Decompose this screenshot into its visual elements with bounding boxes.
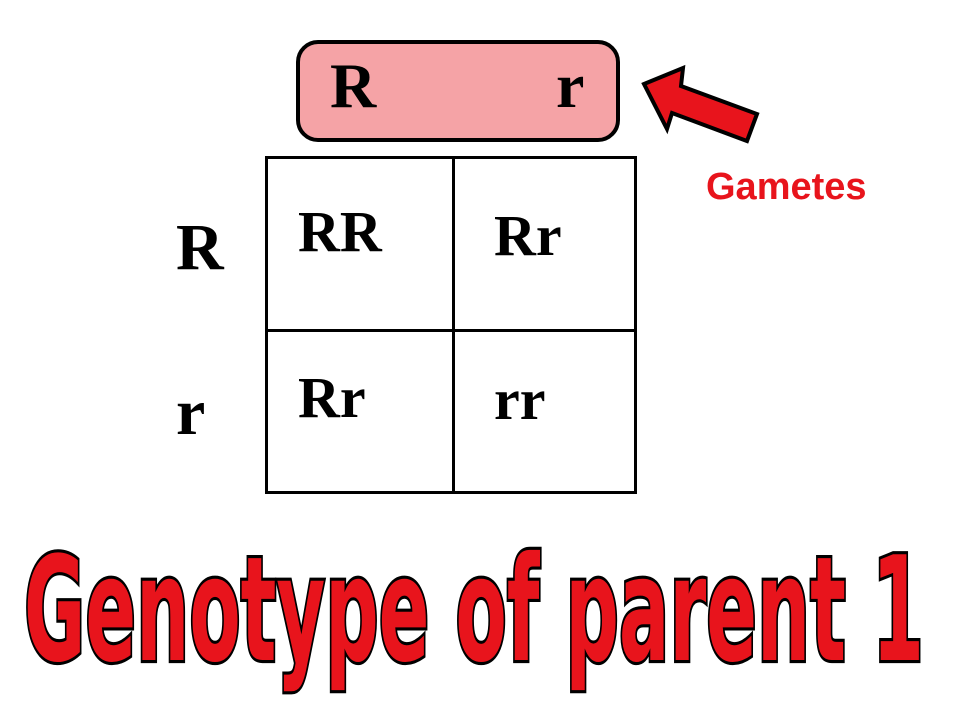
grid-cell-top-left: RR <box>298 199 382 264</box>
caption-text: Genotype of parent 1 <box>24 538 924 694</box>
grid-cell-top-right: Rr <box>494 203 562 268</box>
grid-divider-horizontal <box>268 329 634 332</box>
caption-banner: Genotype of parent 1 <box>21 538 927 697</box>
parent-gamete-box: R r <box>296 40 620 142</box>
side-gamete-2: r <box>176 376 206 449</box>
punnett-grid: RR Rr Rr rr <box>265 156 637 494</box>
top-gamete-1: R <box>330 50 377 121</box>
top-gamete-2: r <box>556 50 585 121</box>
grid-cell-bottom-right: rr <box>494 367 546 432</box>
side-gamete-1: R <box>176 211 224 284</box>
gametes-label: Gametes <box>706 166 867 208</box>
grid-divider-vertical <box>452 159 455 491</box>
grid-cell-bottom-left: Rr <box>298 365 366 430</box>
